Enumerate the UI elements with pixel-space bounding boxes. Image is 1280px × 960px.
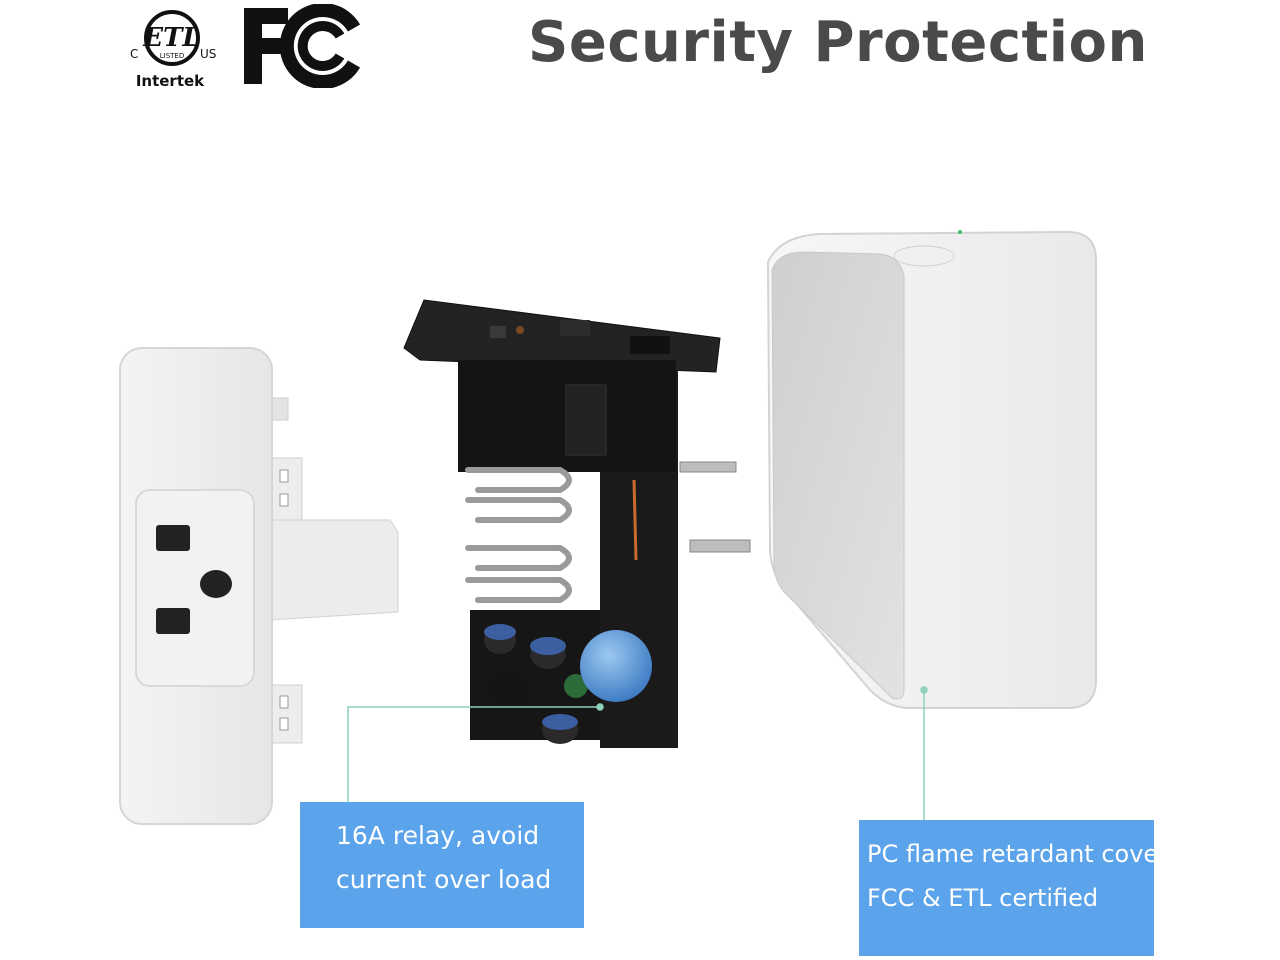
etl-us-mark: US (200, 47, 216, 61)
flame-retardant-cover (766, 230, 1097, 709)
face-plate (119, 347, 399, 825)
callout-cover-line-2: FCC & ETL certified (867, 884, 1099, 912)
etl-c-mark: C (130, 47, 138, 61)
callout-relay-line-1: 16A relay, avoid (336, 821, 540, 850)
svg-text:ETL: ETL (142, 23, 200, 53)
circuit-board (403, 299, 751, 748)
page-title: Security Protection (528, 10, 1148, 75)
callout-relay: 16A relay, avoid current over load (300, 802, 584, 928)
etl-brand-text: Intertek (136, 72, 205, 90)
etl-listed-logo: ETL LISTED C US Intertek (130, 10, 216, 90)
etl-listed-text: LISTED (160, 52, 185, 60)
callout-leader-lines (347, 686, 928, 820)
callout-relay-line-2: current over load (336, 865, 552, 894)
callout-cover-line-1: PC flame retardant cover, (867, 840, 1176, 868)
fcc-logo (244, 4, 361, 88)
callout-cover: PC flame retardant cover, FCC & ETL cert… (859, 820, 1176, 956)
